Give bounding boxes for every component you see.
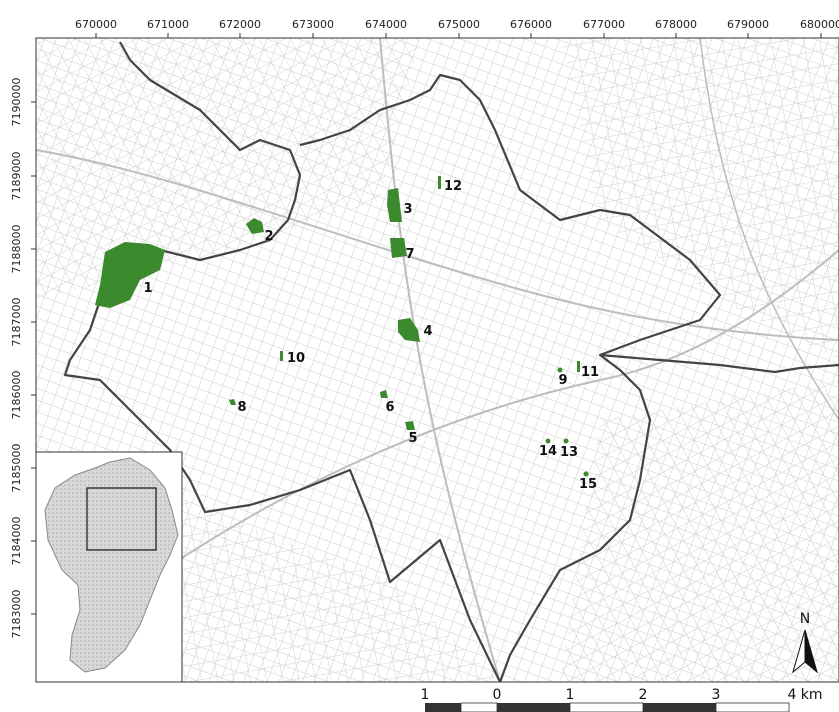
park-label-10: 10 — [287, 351, 305, 366]
park-3-area — [387, 188, 402, 222]
y-tick-label: 7189000 — [10, 152, 23, 201]
north-label: N — [800, 611, 810, 627]
x-tick-label: 670000 — [75, 18, 117, 31]
scale-label: 1 — [421, 687, 430, 703]
map-frame — [35, 37, 839, 683]
district-boundary — [63, 41, 722, 683]
district-boundary-east — [599, 353, 839, 374]
y-tick-label: 7186000 — [10, 371, 23, 420]
x-tick-label: 672000 — [219, 18, 261, 31]
y-tick-label: 7185000 — [10, 444, 23, 493]
x-tick-label: 676000 — [510, 18, 552, 31]
inset-extent-box — [86, 487, 157, 551]
y-tick-label: 7183000 — [10, 590, 23, 639]
scale-label: 4 km — [787, 687, 822, 703]
park-label-12: 12 — [444, 179, 462, 194]
park-label-9: 9 — [558, 373, 567, 388]
park-7-area — [390, 238, 407, 258]
y-tick-label: 7188000 — [10, 225, 23, 274]
park-11-area — [577, 361, 580, 372]
x-tick-label: 675000 — [438, 18, 480, 31]
inset-city-outline — [44, 457, 179, 673]
y-axis-ticks: 7190000 7189000 7188000 7187000 7186000 71850… — [10, 78, 36, 639]
x-tick-label: 677000 — [583, 18, 625, 31]
park-label-7: 7 — [405, 247, 414, 262]
inset-map — [35, 451, 183, 683]
park-5-area — [405, 421, 415, 430]
scale-label: 2 — [639, 687, 648, 703]
x-tick-label: 671000 — [147, 18, 189, 31]
scale-label: 3 — [712, 687, 721, 703]
park-2-area — [246, 218, 264, 234]
park-areas — [95, 176, 589, 477]
park-6-area — [380, 390, 388, 398]
park-14-area — [545, 438, 551, 444]
y-tick-label: 7187000 — [10, 298, 23, 347]
x-tick-label: 680000 — [800, 18, 839, 31]
park-label-11: 11 — [581, 365, 599, 380]
park-label-8: 8 — [237, 400, 246, 415]
park-1-area — [95, 242, 165, 308]
park-15-area — [583, 471, 589, 477]
north-arrow-icon: N — [792, 611, 818, 674]
x-tick-label: 673000 — [292, 18, 334, 31]
park-label-4: 4 — [423, 324, 432, 339]
park-label-15: 15 — [579, 477, 597, 492]
park-10-area — [280, 351, 283, 361]
scale-bar: 1 0 1 2 3 4 km — [421, 687, 823, 712]
scale-label: 0 — [493, 687, 502, 703]
park-label-2: 2 — [264, 229, 273, 244]
park-label-5: 5 — [408, 431, 417, 446]
x-tick-label: 679000 — [727, 18, 769, 31]
park-label-13: 13 — [560, 445, 578, 460]
x-axis-ticks: 670000 671000 672000 673000 674000 675000 6760… — [75, 18, 839, 38]
park-13-area — [563, 438, 569, 444]
park-label-6: 6 — [385, 400, 394, 415]
street-network — [36, 38, 839, 682]
park-9-area — [557, 367, 563, 373]
y-tick-label: 7190000 — [10, 78, 23, 127]
park-label-3: 3 — [403, 202, 412, 217]
park-8-area — [229, 399, 236, 405]
y-tick-label: 7184000 — [10, 517, 23, 566]
park-label-1: 1 — [143, 281, 152, 296]
x-tick-label: 674000 — [365, 18, 407, 31]
park-4-area — [398, 318, 420, 342]
x-tick-label: 678000 — [655, 18, 697, 31]
park-12-area — [438, 176, 441, 189]
scale-label: 1 — [566, 687, 575, 703]
park-label-14: 14 — [539, 444, 557, 459]
